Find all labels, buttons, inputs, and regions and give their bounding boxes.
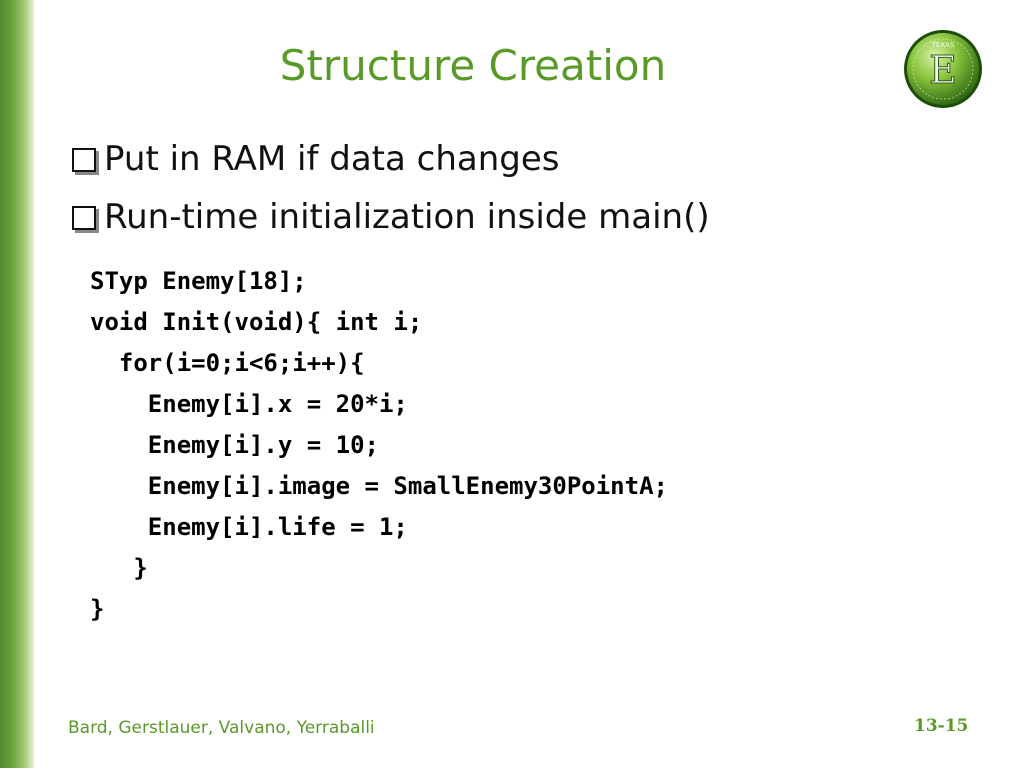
slide-title: Structure Creation [279,41,667,90]
checkbox-bullet-icon [72,148,96,172]
code-line: Enemy[i].image = SmallEnemy30PointA; [90,472,668,500]
bullet-text: Run-time initialization inside main() [104,197,710,237]
logo-letter: E [929,48,957,92]
code-block: STyp Enemy[18]; void Init(void){ int i; … [90,261,668,630]
page-number: 13-15 [914,716,969,736]
logo-text: TEXAS [931,41,955,49]
code-line: } [90,554,148,582]
code-line: for(i=0;i<6;i++){ [90,349,365,377]
code-line: } [90,595,105,623]
bullet-list: Put in RAM if data changes Run-time init… [72,130,710,246]
code-line: Enemy[i].life = 1; [90,513,408,541]
bullet-item: Run-time initialization inside main() [72,188,710,246]
sidebar-gradient-bar [0,0,34,768]
bullet-text: Put in RAM if data changes [104,139,560,179]
code-line: Enemy[i].x = 20*i; [90,390,408,418]
checkbox-bullet-icon [72,206,96,230]
code-line: STyp Enemy[18]; [90,267,307,295]
code-line: Enemy[i].y = 10; [90,431,379,459]
texas-e-logo-icon: TEXAS E [904,30,982,108]
bullet-item: Put in RAM if data changes [72,130,710,188]
footer-authors: Bard, Gerstlauer, Valvano, Yerraballi [68,718,375,738]
code-line: void Init(void){ int i; [90,308,423,336]
